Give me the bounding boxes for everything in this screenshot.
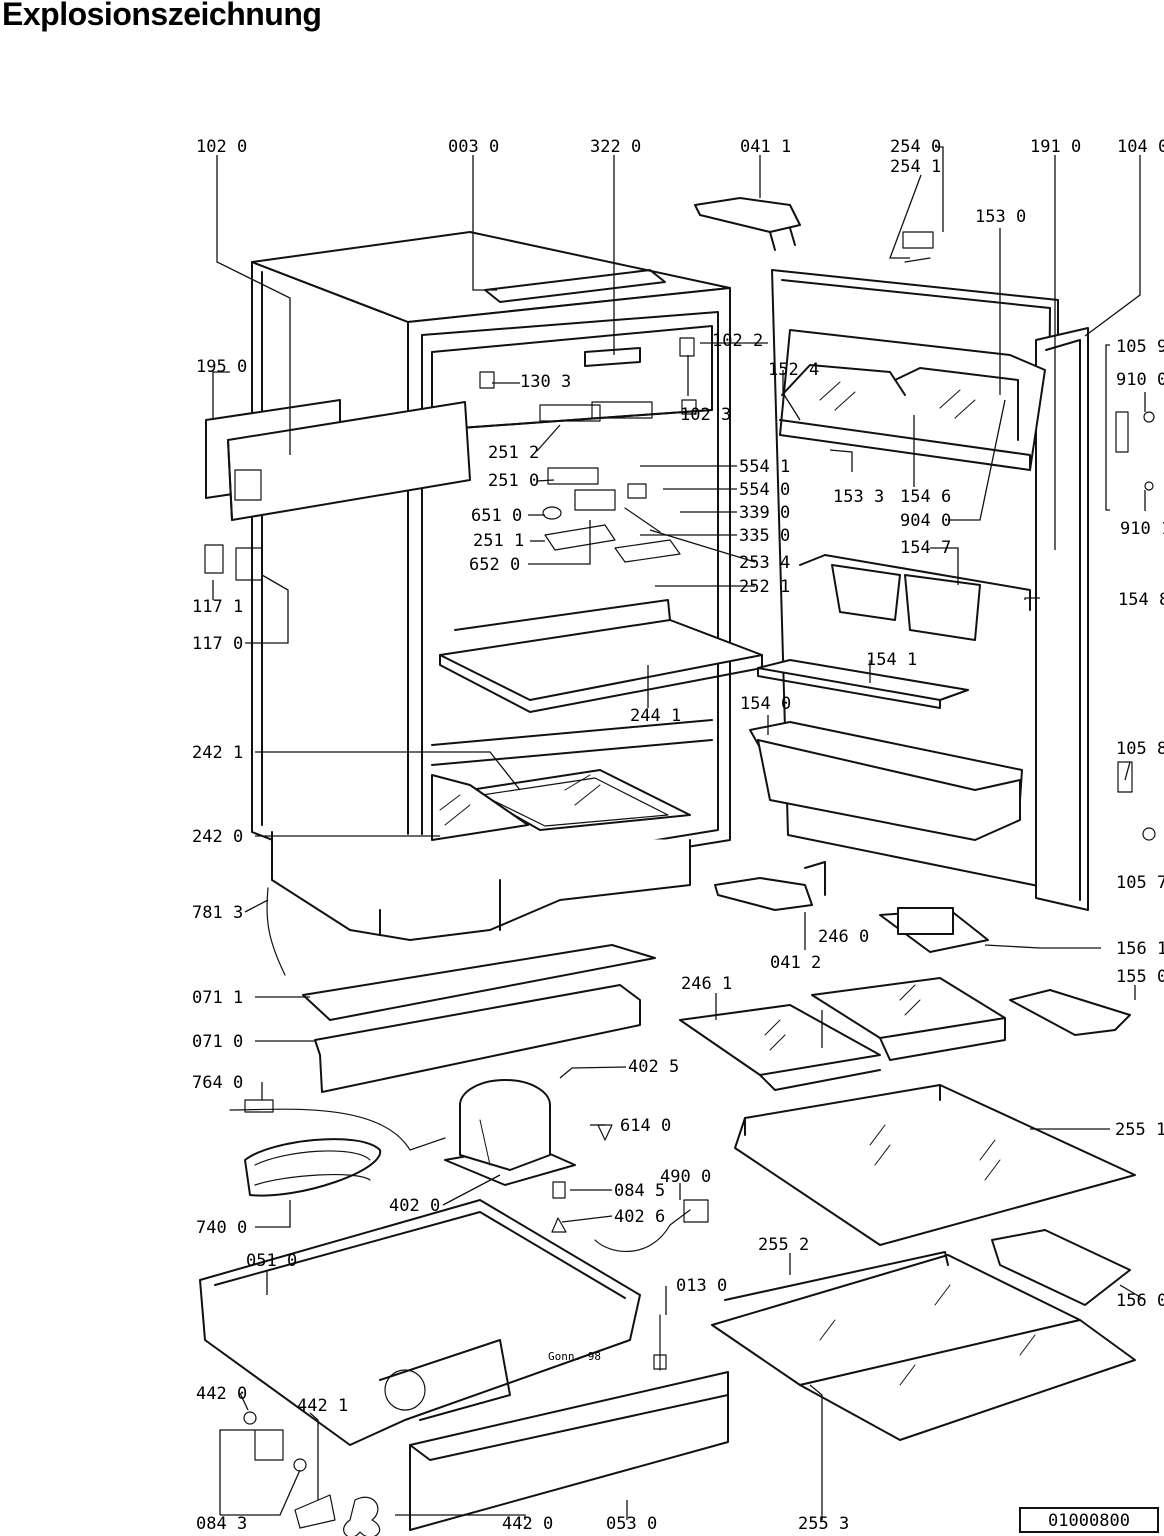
part-label: 253 4 <box>739 553 790 573</box>
part-label: 251 1 <box>473 531 524 551</box>
reference-number: 01000800 <box>1048 1511 1130 1531</box>
part-label: 104 0 <box>1117 137 1164 157</box>
part-labels: 102 0 003 0 322 0 041 1 254 0 254 1 191 … <box>192 137 1164 1534</box>
egg-tray <box>1009 989 1131 1036</box>
freezer-tray <box>879 907 989 953</box>
drawing-signature: Gonn. 98 <box>548 1350 601 1363</box>
part-label: 084 5 <box>614 1181 665 1201</box>
part-label: 614 0 <box>620 1116 671 1136</box>
part-label: 156 0 <box>1116 1291 1164 1311</box>
part-label: 154 8 <box>1118 590 1164 610</box>
part-label: 195 0 <box>196 357 247 377</box>
part-label: 154 1 <box>866 650 917 670</box>
front-trim <box>409 1371 729 1531</box>
cabinet-body <box>251 231 731 941</box>
glass-shelf <box>439 599 763 713</box>
part-label: 910 0 <box>1116 370 1164 390</box>
part-label: 242 1 <box>192 743 243 763</box>
part-label: 154 6 <box>900 487 951 507</box>
part-label: 071 0 <box>192 1032 243 1052</box>
page-title: Explosionszeichnung <box>2 0 322 32</box>
part-label: 244 1 <box>630 706 681 726</box>
part-label: 255 2 <box>758 1235 809 1255</box>
part-label: 255 3 <box>798 1514 849 1534</box>
part-label: 764 0 <box>192 1073 243 1093</box>
part-label: 740 0 <box>196 1218 247 1238</box>
door-fasteners <box>902 231 1156 841</box>
part-label: 084 3 <box>196 1514 247 1534</box>
part-label: 071 1 <box>192 988 243 1008</box>
part-label: 191 0 <box>1030 137 1081 157</box>
door <box>749 269 1089 911</box>
part-label: 651 0 <box>471 506 522 526</box>
part-label: 154 7 <box>900 538 951 558</box>
part-label: 013 0 <box>676 1276 727 1296</box>
part-label: 003 0 <box>448 137 499 157</box>
part-label: 041 1 <box>740 137 791 157</box>
part-label: 153 3 <box>833 487 884 507</box>
part-label: 442 1 <box>297 1396 348 1416</box>
light-thermostat-assembly <box>479 337 697 563</box>
part-label: 155 0 <box>1116 967 1164 987</box>
hinge-bracket <box>204 544 263 581</box>
part-label: 130 3 <box>520 372 571 392</box>
part-label: 117 1 <box>192 597 243 617</box>
exploded-drawing: Gonn. 98 <box>199 197 1156 1536</box>
crisper-drawers <box>431 769 691 841</box>
part-label: 105 7 <box>1116 873 1164 893</box>
part-label: 246 1 <box>681 974 732 994</box>
part-label: 102 3 <box>680 405 731 425</box>
part-label: 105 8 <box>1116 739 1164 759</box>
part-label: 242 0 <box>192 827 243 847</box>
part-label: 652 0 <box>469 555 520 575</box>
part-label: 251 2 <box>488 443 539 463</box>
part-label: 255 1 <box>1115 1120 1164 1140</box>
part-label: 041 2 <box>770 953 821 973</box>
door-shelves-lower <box>679 977 1006 1091</box>
part-label: 322 0 <box>590 137 641 157</box>
part-label: 904 0 <box>900 511 951 531</box>
part-label: 402 6 <box>614 1207 665 1227</box>
base-panels <box>302 944 656 1093</box>
part-label: 910 1 <box>1120 519 1164 539</box>
reference-number-box: 01000800 <box>1019 1507 1159 1533</box>
part-label: 051 0 <box>246 1251 297 1271</box>
part-label: 105 9 <box>1116 337 1164 357</box>
part-label: 154 0 <box>740 694 791 714</box>
part-label: 335 0 <box>739 526 790 546</box>
part-label: 254 0 <box>890 137 941 157</box>
door-hinges <box>694 197 826 911</box>
part-label: 153 0 <box>975 207 1026 227</box>
part-label: 781 3 <box>192 903 243 923</box>
cover-panel <box>205 399 471 521</box>
part-label: 339 0 <box>739 503 790 523</box>
part-label: 490 0 <box>660 1167 711 1187</box>
part-label: 442 0 <box>502 1514 553 1534</box>
part-label: 102 0 <box>196 137 247 157</box>
part-label: 053 0 <box>606 1514 657 1534</box>
part-label: 251 0 <box>488 471 539 491</box>
glass-shelf-large <box>734 1084 1136 1246</box>
part-label: 102 2 <box>712 331 763 351</box>
compressor <box>444 1079 576 1186</box>
ice-cube-tray <box>991 1229 1131 1306</box>
base-tray <box>199 1199 641 1446</box>
part-label: 246 0 <box>818 927 869 947</box>
part-label: 117 0 <box>192 634 243 654</box>
condenser-coil <box>229 1099 446 1197</box>
part-label: 402 0 <box>389 1196 440 1216</box>
part-label: 254 1 <box>890 157 941 177</box>
part-label: 554 1 <box>739 457 790 477</box>
part-label: 156 1 <box>1116 939 1164 959</box>
split-glass-shelf <box>711 1251 1136 1441</box>
part-label: 252 1 <box>739 577 790 597</box>
part-label: 152 4 <box>768 360 819 380</box>
part-label: 402 5 <box>628 1057 679 1077</box>
part-label: 442 0 <box>196 1384 247 1404</box>
leader-lines <box>212 146 1146 1520</box>
part-label: 554 0 <box>739 480 790 500</box>
